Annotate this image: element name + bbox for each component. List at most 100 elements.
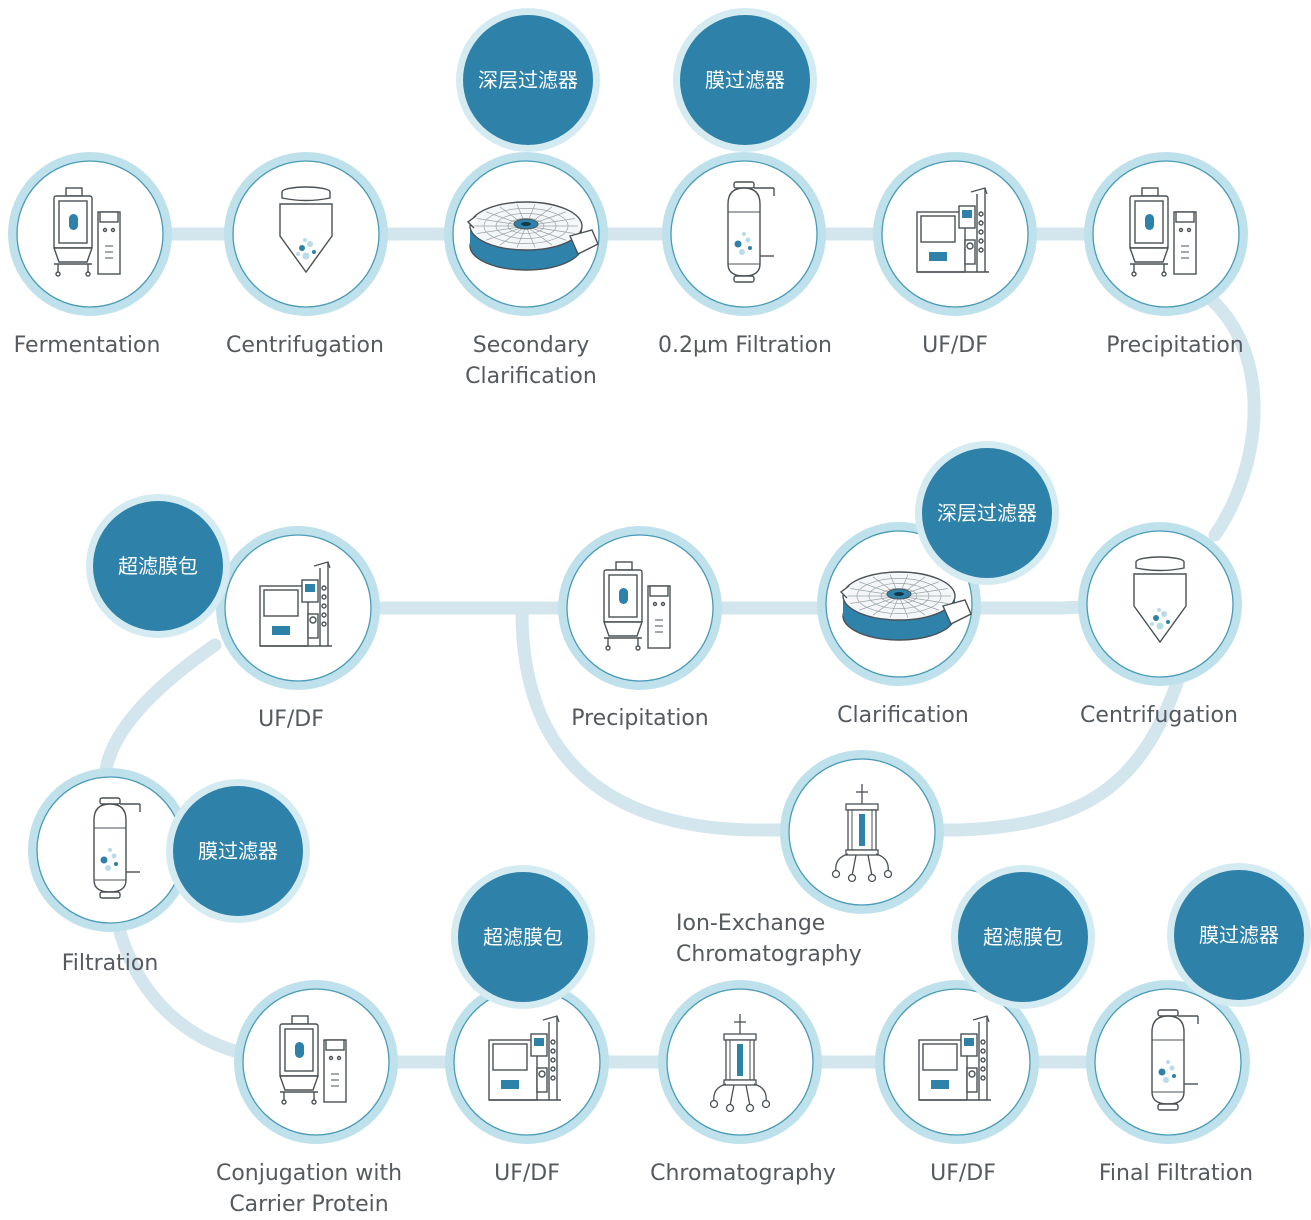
badge-disc [458,872,588,1002]
bioreactor-icon [279,1015,347,1105]
step-label-line: Centrifugation [1080,703,1238,728]
process-step-s6 [1084,152,1248,316]
ufdf-system-icon [916,187,989,273]
badge-disc [958,872,1088,1002]
row1-to-row2-curve [1205,293,1261,542]
step-label: UF/DF [922,330,988,361]
row2-line [291,597,1167,615]
filter-badge: 超滤膜包 [451,865,595,1009]
process-step-s9 [558,526,722,690]
step-label-line: Centrifugation [226,333,384,358]
process-step-s12 [28,768,192,932]
step-label: Precipitation [571,703,709,734]
filter-badge: 超滤膜包 [951,865,1095,1009]
depth-filter-capsule-icon [839,571,972,641]
centrifuge-bottle-icon [279,186,333,274]
step-label: Chromatography [650,1158,836,1189]
bioreactor-icon [603,561,671,651]
step-label-line: Clarification [837,703,969,728]
badge-disc [680,15,810,145]
step-label: UF/DF [494,1158,560,1189]
process-step-s17 [1086,980,1250,1144]
step-label-line: Ion-Exchange [676,911,826,936]
process-step-s11 [780,750,944,914]
step-label-line: UF/DF [494,1161,560,1186]
filter-badge: 深层过滤器 [456,8,600,152]
ufdf-system-icon [918,1015,991,1101]
chromatography-column-icon [831,784,893,883]
process-step-s13 [234,980,398,1144]
badge-label: 膜过滤器 [198,839,278,863]
step-label-line: Secondary [472,333,590,358]
process-step-s5 [873,152,1037,316]
step-label: Centrifugation [226,330,384,361]
step-label-line: 0.2μm Filtration [658,333,832,358]
filter-badge: 超滤膜包 [86,494,230,638]
step-label-line: UF/DF [930,1161,996,1186]
centrifuge-bottle-icon [1133,556,1187,644]
step-label: UF/DF [930,1158,996,1189]
step-label: 0.2μm Filtration [658,330,832,361]
badge-label: 深层过滤器 [478,68,578,92]
process-step-s2 [224,152,388,316]
badge-label: 超滤膜包 [118,554,198,578]
process-step-s3 [444,152,608,316]
step-label: Clarification [837,700,969,731]
step-label-line: Precipitation [1106,333,1244,358]
filter-badge: 膜过滤器 [166,779,310,923]
process-step-s10 [216,526,380,690]
badge-disc [1174,870,1304,1000]
badges: 深层过滤器膜过滤器深层过滤器超滤膜包膜过滤器超滤膜包超滤膜包膜过滤器 [86,8,1311,1009]
branch-arc [515,605,1185,837]
badge-disc [93,501,223,631]
ufdf-system-icon [488,1015,561,1101]
badge-label: 深层过滤器 [937,501,1037,525]
step-label-line: Precipitation [571,706,709,731]
depth-filter-capsule-icon [466,201,599,271]
step-label: Final Filtration [1099,1158,1253,1189]
step-label-line: Chromatography [676,942,862,967]
ufdf-system-icon [259,561,332,647]
bioreactor-icon [53,187,121,277]
step-label: Filtration [62,948,159,979]
chromatography-column-icon [709,1014,771,1113]
step-label-line: Clarification [465,364,597,389]
badge-disc [173,786,303,916]
badge-disc [922,448,1052,578]
step-label: Precipitation [1106,330,1244,361]
process-step-s1 [8,152,172,316]
filter-badge: 膜过滤器 [673,8,817,152]
filter-badge: 膜过滤器 [1167,863,1311,1007]
nodes [8,152,1250,1144]
step-label-line: Chromatography [650,1161,836,1186]
step-label-line: Final Filtration [1098,1161,1254,1186]
step-label: Centrifugation [1080,700,1238,731]
filtration-to-row3-arc [111,918,257,1062]
step-label: Fermentation [14,330,161,361]
process-step-s16 [875,980,1039,1144]
badge-label: 膜过滤器 [705,68,785,92]
step-label: UF/DF [258,704,324,735]
step-label-line: Fermentation [13,333,161,358]
row2-to-filtration-arc [98,638,222,797]
step-label-line: Conjugation with [215,1161,403,1186]
cartridge-filter-icon [1151,1009,1199,1111]
process-step-s4 [662,152,826,316]
cartridge-filter-icon [93,797,141,899]
badge-label: 超滤膜包 [983,925,1063,949]
cartridge-filter-icon [727,181,775,283]
filter-badge: 深层过滤器 [915,441,1059,585]
badge-label: 膜过滤器 [1199,923,1279,947]
bioreactor-icon [1129,187,1197,277]
process-step-s15 [658,980,822,1144]
step-label-line: Filtration [61,951,159,976]
process-step-s7 [1078,522,1242,686]
step-label-line: Carrier Protein [229,1192,389,1217]
badge-label: 超滤膜包 [483,925,563,949]
step-label-line: UF/DF [922,333,988,358]
step-label-line: UF/DF [258,707,324,732]
